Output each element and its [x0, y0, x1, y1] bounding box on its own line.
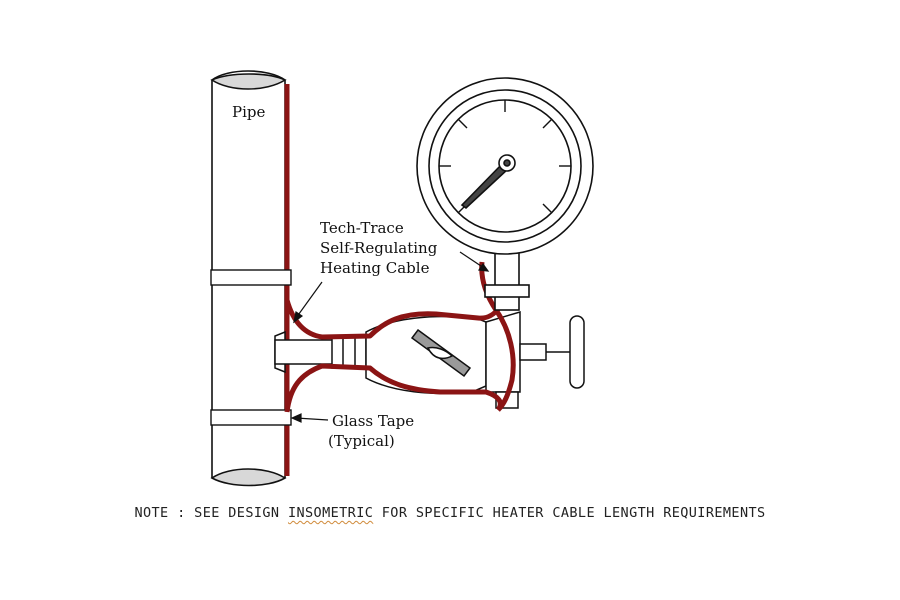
- heating-cable-label-line3: Heating Cable: [320, 259, 430, 277]
- glass-tape-bands: [210, 269, 292, 426]
- glass-tape-label-line2: (Typical): [328, 432, 395, 450]
- heating-cable-label-line2: Self-Regulating: [320, 239, 438, 257]
- branch-fitting: [274, 310, 585, 409]
- leader-arrows: [290, 251, 490, 423]
- note-misspelled-word: INSOMETRIC: [287, 505, 374, 521]
- handwheel: [569, 315, 585, 389]
- glass-tape-label-line1: Glass Tape: [332, 412, 414, 430]
- glass-tape-upper: [210, 269, 292, 286]
- pipe-label: Pipe: [232, 103, 265, 121]
- pipe-top-cut: [210, 73, 287, 90]
- pipe-bottom-cut: [210, 468, 287, 487]
- design-note: NOTE : SEE DESIGN INSOMETRIC FOR SPECIFI…: [0, 505, 900, 521]
- glass-tape-lower: [210, 409, 292, 426]
- pressure-gauge: [416, 77, 594, 311]
- note-prefix: NOTE : SEE DESIGN: [134, 505, 288, 521]
- note-suffix: FOR SPECIFIC HEATER CABLE LENGTH REQUIRE…: [373, 505, 766, 521]
- heating-cable-label-line1: Tech-Trace: [320, 219, 404, 237]
